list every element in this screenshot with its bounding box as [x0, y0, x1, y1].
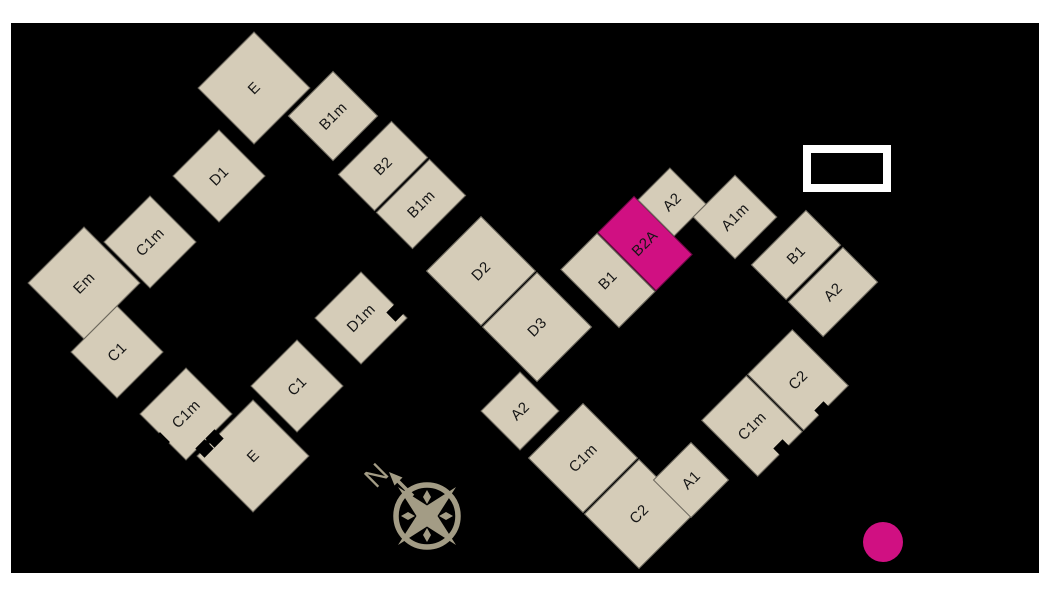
- compass-point-east: [439, 512, 453, 520]
- unit-label: E: [244, 78, 264, 98]
- white-outline-box-marker: [803, 145, 891, 192]
- unit-label: A2: [659, 189, 685, 215]
- unit-label: B1: [783, 242, 809, 268]
- unit-label: C1m: [168, 396, 204, 432]
- unit-label: B1m: [315, 98, 351, 134]
- unit-label: B1: [595, 267, 621, 294]
- unit-label: D3: [523, 313, 551, 341]
- compass-point-west: [401, 512, 415, 520]
- unit-label: C1: [103, 338, 131, 366]
- compass-point-north: [423, 490, 431, 504]
- unit-label: A2: [820, 279, 846, 305]
- north-label: N: [358, 457, 394, 493]
- north-arrow-shaft: [395, 478, 415, 498]
- unit-label: A1: [678, 467, 704, 493]
- unit-label: A2: [507, 398, 533, 424]
- pink-dot-marker: [863, 522, 903, 562]
- compass-star: [398, 487, 456, 545]
- unit-label: A1m: [717, 199, 753, 235]
- unit-label: C2: [625, 500, 653, 528]
- unit-label: C2: [784, 366, 812, 394]
- compass-graphic: N: [358, 457, 461, 550]
- unit-label: Em: [69, 268, 99, 298]
- unit-label: B1m: [403, 186, 439, 222]
- unit-label: C1: [283, 372, 311, 400]
- unit-label: C1m: [565, 440, 601, 476]
- unit-label: B2: [370, 153, 396, 179]
- north-arrow-head: [389, 472, 403, 486]
- compass-rose: N: [358, 457, 461, 550]
- unit-label: D2: [467, 257, 495, 285]
- unit-label: D1: [205, 162, 233, 190]
- compass-point-south: [423, 528, 431, 542]
- unit-label: E: [243, 446, 263, 466]
- compass-ring: [393, 482, 461, 550]
- unit-label: C1m: [132, 224, 168, 260]
- unit-label: B2A: [628, 227, 662, 260]
- unit-label: C1m: [734, 408, 770, 444]
- unit-label: D1m: [343, 300, 379, 336]
